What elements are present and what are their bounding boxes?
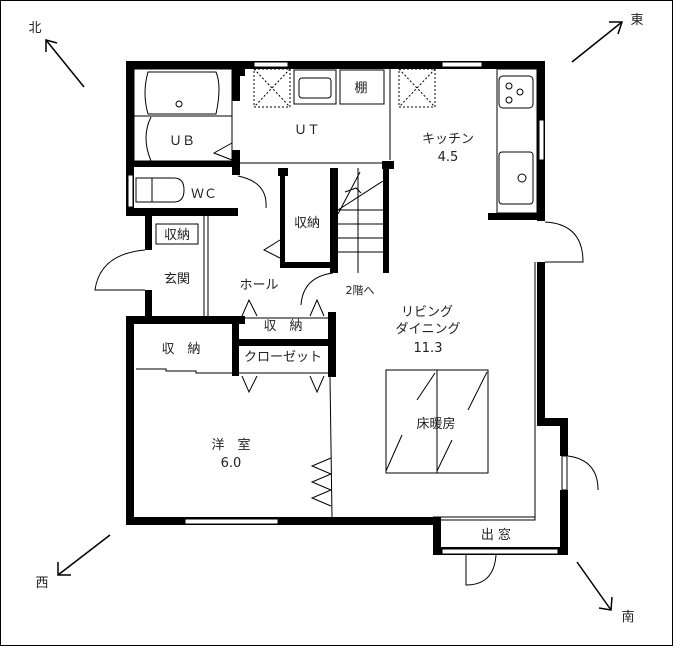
- shelf: [339, 69, 385, 105]
- living-size: 11.3: [414, 341, 443, 356]
- wc-label: ＷＣ: [191, 187, 217, 202]
- ub-label: ＵＢ: [169, 134, 195, 149]
- north-label: 北: [28, 21, 41, 36]
- bathtub-icon: [144, 71, 220, 115]
- hall-storage-label: 収納: [294, 216, 320, 231]
- living-label-1: リビング: [401, 305, 453, 320]
- windows: [127, 61, 568, 555]
- ut-label: ＵＴ: [294, 123, 320, 138]
- fixtures: [94, 67, 599, 586]
- western-room-size: 6.0: [221, 456, 242, 471]
- sink-icon: [498, 151, 534, 205]
- kitchen-size: 4.5: [438, 150, 459, 165]
- entrance-label: 玄関: [164, 272, 190, 287]
- west-storage-label: 収 納: [161, 342, 200, 357]
- entry-storage-label: 収納: [164, 228, 190, 243]
- living-label-2: ダイニング: [395, 322, 460, 337]
- fridge-icon: [398, 68, 436, 108]
- shelf-label: 棚: [354, 81, 367, 96]
- floor-heating-label: 床暖房: [416, 416, 455, 432]
- compass-arrows: [45, 21, 624, 611]
- toilet-icon: [135, 177, 185, 203]
- west-label: 西: [35, 576, 48, 591]
- washbasin-icon: [293, 69, 337, 105]
- washer-icon: [253, 68, 291, 108]
- wc-door-swing: [237, 175, 267, 209]
- south-label: 南: [621, 609, 634, 625]
- bay-window-label: 出 窓: [481, 527, 511, 543]
- east-label: 東: [630, 12, 643, 28]
- stair-door-swing: [300, 272, 334, 306]
- kitchen-label: キッチン: [422, 132, 474, 147]
- closet-label: クローゼット: [244, 350, 322, 365]
- kitchen-door-swing: [544, 221, 584, 263]
- western-room-label: 洋 室: [211, 437, 250, 453]
- hall-label: ホール: [239, 278, 278, 293]
- stove-icon: [498, 75, 534, 109]
- stairs-label: 2階へ: [346, 283, 375, 297]
- mid-storage-label: 収 納: [263, 319, 302, 334]
- entry-door-swing: [94, 249, 146, 291]
